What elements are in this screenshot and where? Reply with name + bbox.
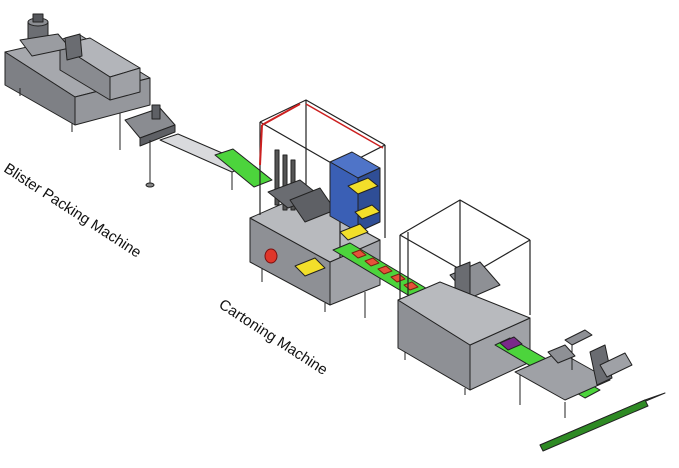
secondary-machine	[397, 199, 531, 395]
transfer-conveyor	[159, 133, 273, 190]
cartoning-machine	[249, 99, 386, 318]
final-unit	[539, 329, 666, 452]
blister-packing-machine	[4, 13, 176, 188]
output-conveyor	[494, 336, 611, 418]
